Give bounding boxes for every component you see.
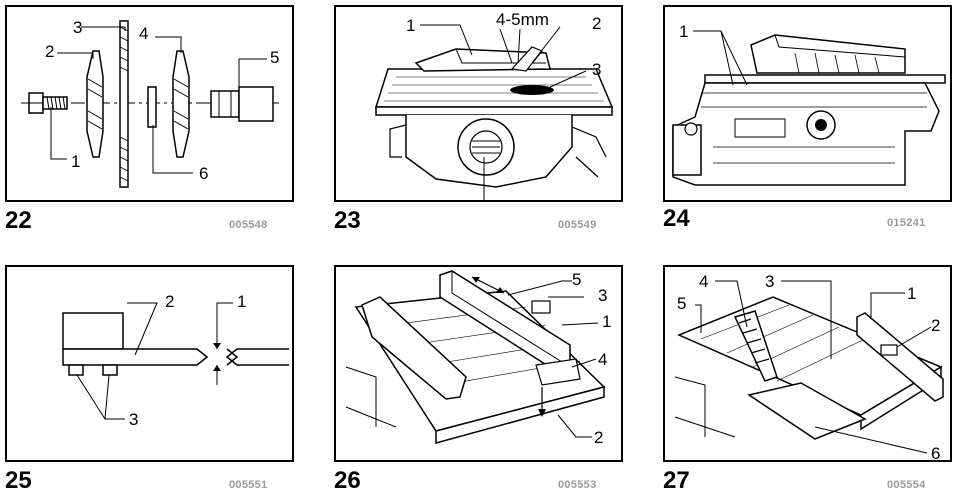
- figure-26-code: 005553: [558, 479, 597, 491]
- callout-5: 5: [677, 294, 686, 313]
- callout-3: 3: [765, 272, 774, 291]
- callout-clearance: 4-5mm: [496, 10, 549, 29]
- figure-25-code: 005551: [229, 479, 268, 491]
- callout-2: 2: [45, 42, 54, 61]
- figure-27-panel: 4 3 1 5 2 6: [663, 265, 952, 462]
- callout-5: 5: [572, 270, 581, 289]
- figure-26-number: 26: [334, 467, 361, 494]
- callout-1: 1: [602, 312, 611, 331]
- callout-5: 5: [270, 48, 279, 67]
- callout-4: 4: [598, 350, 607, 369]
- figure-23-panel: 1 4-5mm 2 3: [334, 5, 623, 202]
- callout-3: 3: [73, 18, 82, 37]
- figure-24-illustration: 1: [672, 22, 946, 186]
- callout-1: 1: [406, 16, 415, 35]
- figure-23-code: 005549: [558, 219, 597, 231]
- figure-22-code: 005548: [229, 219, 268, 231]
- figure-24-code: 015241: [887, 217, 926, 229]
- figure-26-illustration: 5 3 1 4 2: [345, 270, 611, 447]
- figure-27-illustration: 4 3 1 5 2 6: [674, 272, 944, 462]
- figure-22-number: 22: [5, 207, 32, 234]
- figure-25-illustration: 2 1 3: [62, 292, 289, 429]
- callout-3: 3: [129, 410, 138, 429]
- figure-22-panel: 3 2 4 5 1 6: [5, 5, 294, 202]
- callout-4: 4: [699, 272, 708, 291]
- figure-24-panel: 1: [663, 5, 952, 202]
- figure-23-illustration: 1 4-5mm 2 3: [374, 10, 614, 200]
- callout-2: 2: [592, 14, 601, 33]
- figure-24-number: 24: [663, 205, 690, 232]
- figure-22-illustration: 3 2 4 5 1 6: [21, 18, 279, 188]
- callout-3: 3: [598, 286, 607, 305]
- callout-6: 6: [931, 444, 940, 462]
- figure-23-number: 23: [334, 207, 361, 234]
- callout-3: 3: [592, 60, 601, 79]
- figure-27-code: 005554: [887, 479, 926, 491]
- figure-25-number: 25: [5, 467, 32, 494]
- callout-1: 1: [71, 152, 80, 171]
- callout-6: 6: [199, 164, 208, 183]
- callout-2: 2: [165, 292, 174, 311]
- callout-2: 2: [594, 428, 603, 447]
- callout-2: 2: [931, 316, 940, 335]
- callout-1: 1: [679, 22, 688, 41]
- callout-4: 4: [139, 24, 148, 43]
- figure-25-panel: 2 1 3: [5, 265, 294, 462]
- figure-27-number: 27: [663, 467, 690, 494]
- figure-26-panel: 5 3 1 4 2: [334, 265, 623, 462]
- callout-1: 1: [237, 292, 246, 311]
- callout-1: 1: [907, 284, 916, 303]
